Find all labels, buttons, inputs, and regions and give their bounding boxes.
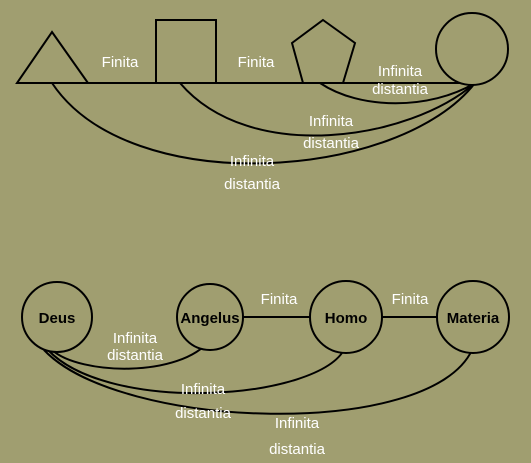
square-shape xyxy=(155,19,217,84)
arc-deus-homo xyxy=(47,347,346,395)
arc-square-label-line2: distantia xyxy=(303,135,360,152)
arc-deus-angelus xyxy=(51,339,211,370)
arc-angelus-label-line2: distantia xyxy=(107,347,164,364)
arc-triangle-label-line2: distantia xyxy=(224,176,281,193)
label-finita-2: Finita xyxy=(238,54,275,71)
arc-deus-materia xyxy=(43,349,473,415)
arc-angelus-label-line1: Infinita xyxy=(113,330,158,347)
arc-triangle-label-line1: Infinita xyxy=(230,153,275,170)
triangle-shape xyxy=(15,30,90,84)
node-materia-label: Materia xyxy=(447,310,500,327)
node-materia xyxy=(436,280,510,354)
node-deus-label: Deus xyxy=(39,310,76,327)
arc-homo-label-line1: Infinita xyxy=(181,381,226,398)
arc-materia-label-line2: distantia xyxy=(269,441,326,458)
arc-homo-label-line2: distantia xyxy=(175,405,232,422)
node-deus xyxy=(21,281,93,353)
pentagon-shape xyxy=(290,18,357,84)
bottom-diagram: Deus Angelus Homo Materia Finita Finita … xyxy=(21,280,510,458)
arc-triangle-circle xyxy=(51,82,476,165)
node-homo xyxy=(309,280,383,354)
arc-pentagon-label-line1: Infinita xyxy=(378,63,423,80)
node-homo-label: Homo xyxy=(325,310,368,327)
arc-materia-label-line1: Infinita xyxy=(275,415,320,432)
circle-shape xyxy=(435,12,509,86)
arc-pentagon-circle xyxy=(319,82,476,105)
label-finita-3: Finita xyxy=(261,291,298,308)
node-angelus-label: Angelus xyxy=(180,310,239,327)
top-diagram: Finita Finita Infinita distantia Infinit… xyxy=(15,12,509,193)
arc-square-circle xyxy=(179,82,476,137)
node-angelus xyxy=(176,283,244,351)
arc-square-label-line1: Infinita xyxy=(309,113,354,130)
arc-pentagon-label-line2: distantia xyxy=(372,81,429,98)
label-finita-4: Finita xyxy=(392,291,429,308)
label-finita-1: Finita xyxy=(102,54,139,71)
